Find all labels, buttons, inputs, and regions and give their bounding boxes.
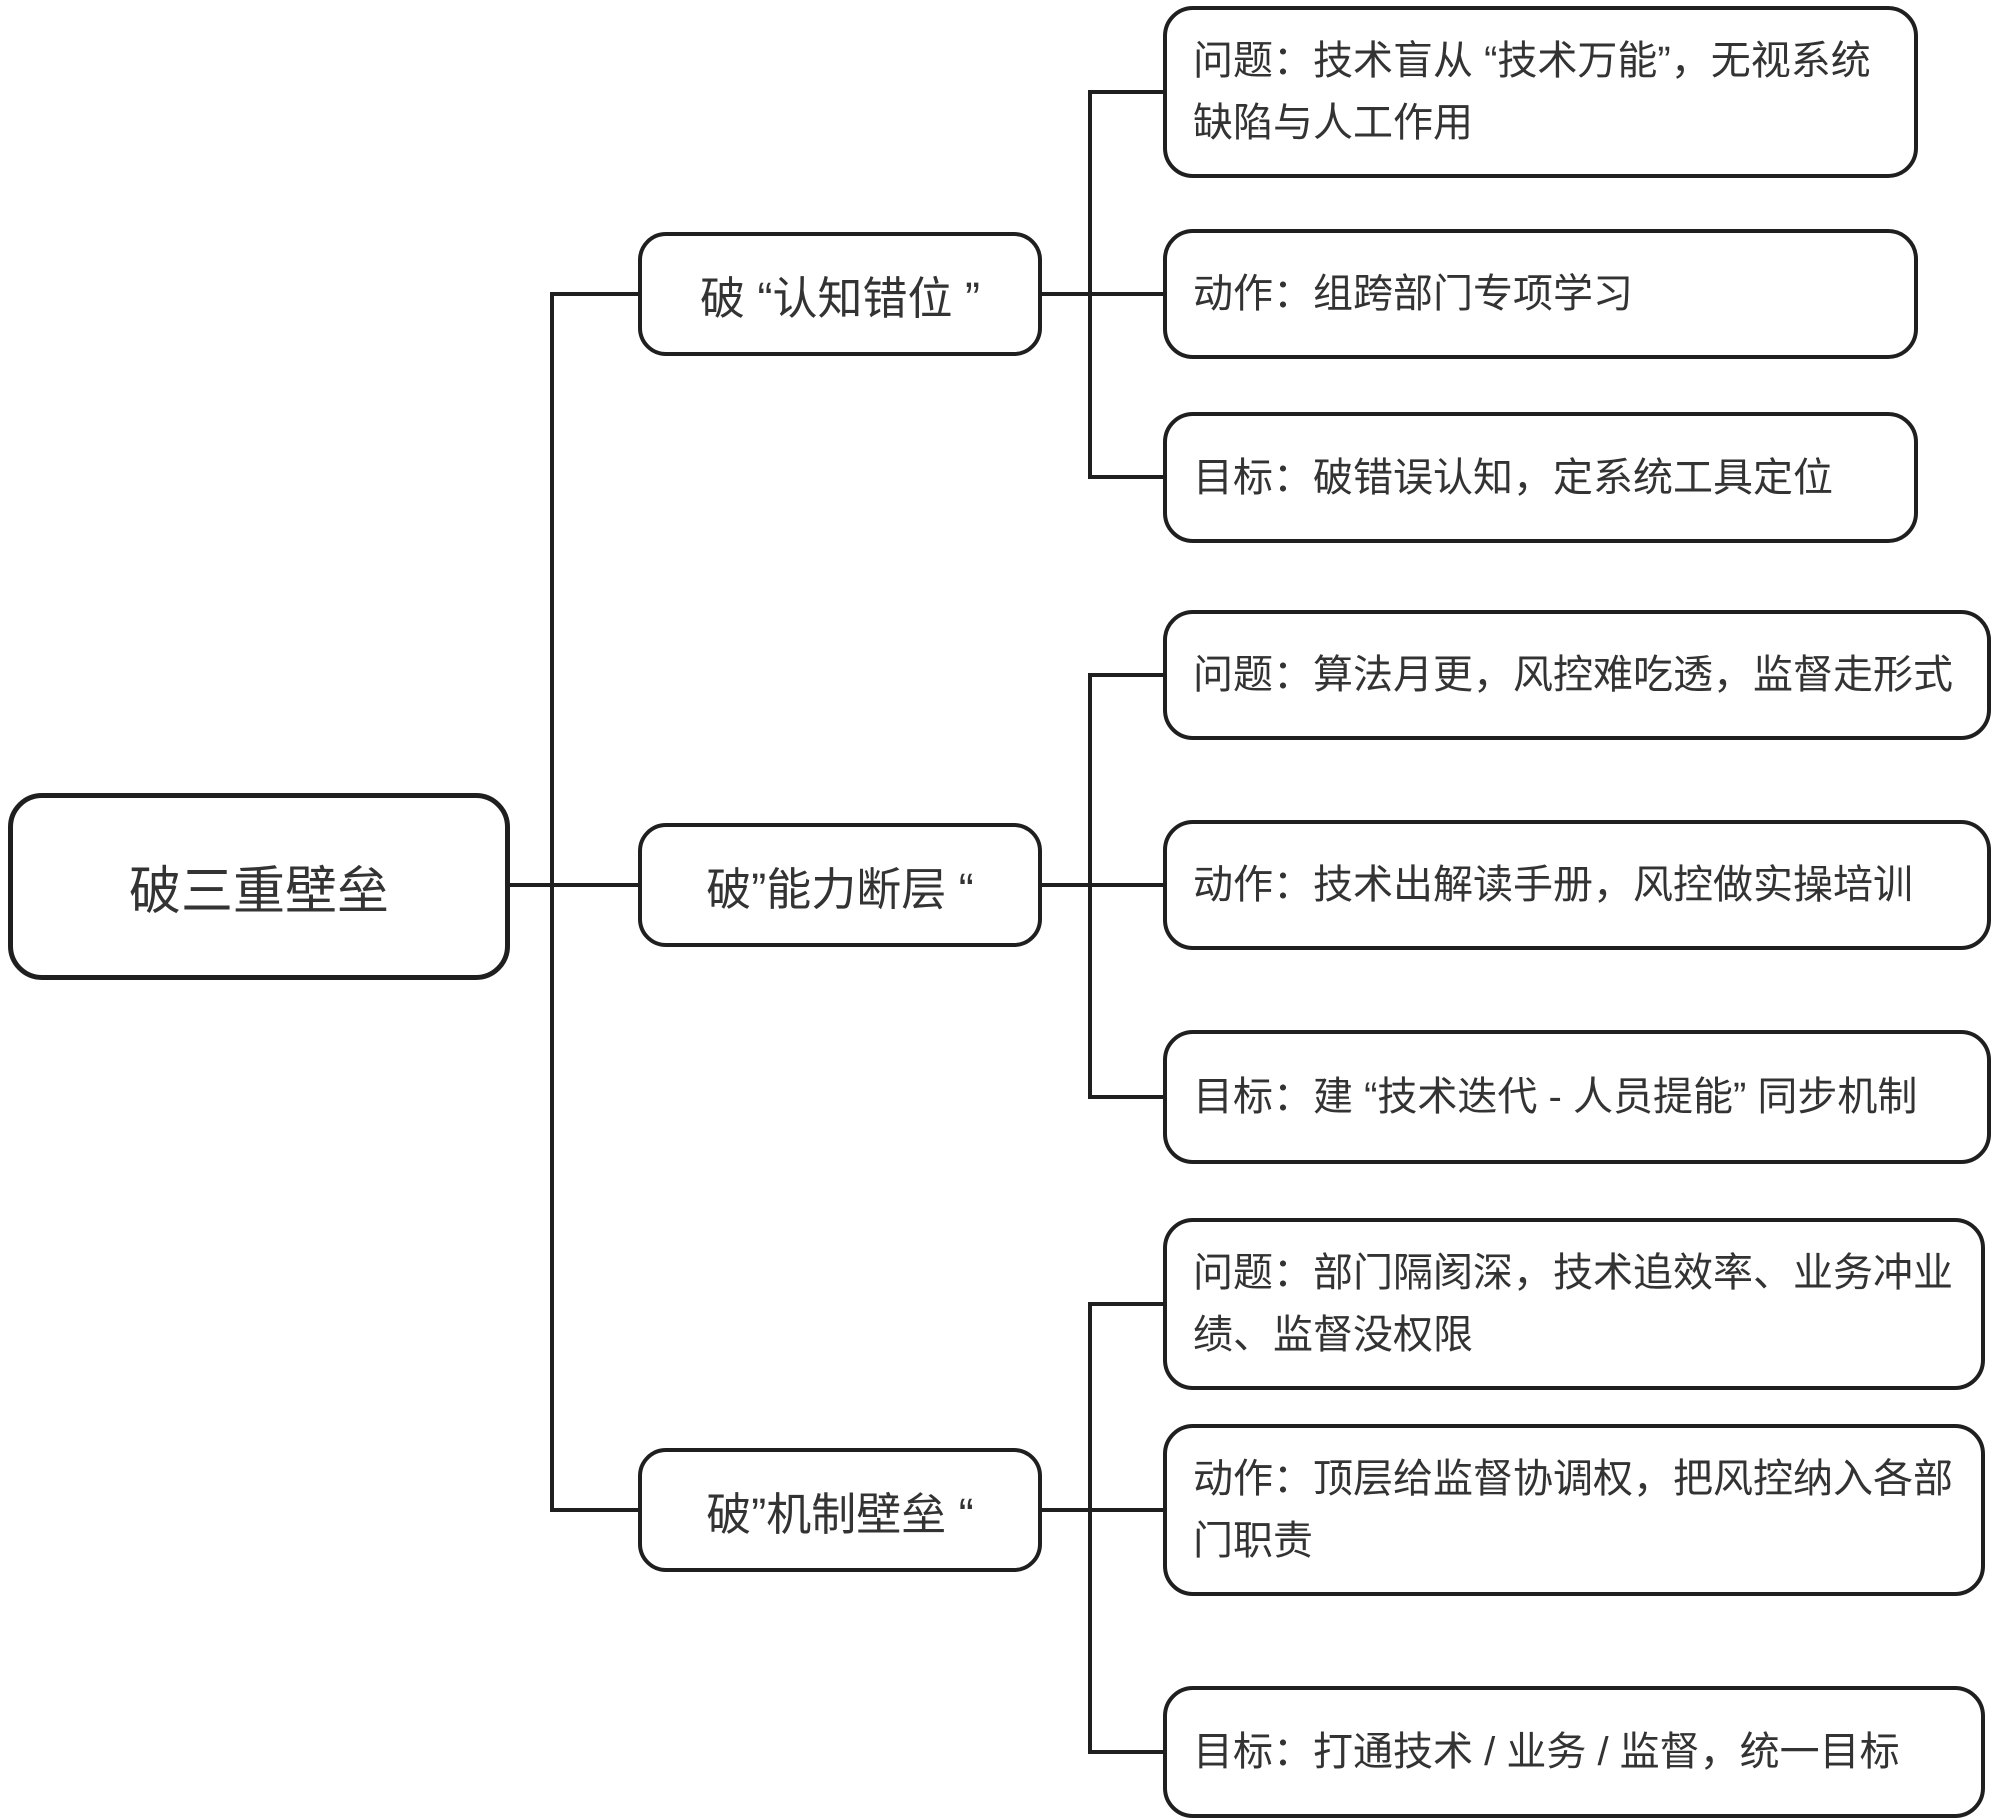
connector-branch-3-trunk — [1088, 1302, 1163, 1754]
branch-node-cognitive-misalignment[interactable]: 破 “认知错位 ” — [638, 232, 1042, 356]
leaf-node-label: 动作：顶层给监督协调权，把风控纳入各部门职责 — [1193, 1457, 1953, 1563]
leaf-node-branch1-action[interactable]: 动作：组跨部门专项学习 — [1163, 229, 1918, 359]
root-node[interactable]: 破三重壁垒 — [8, 793, 510, 980]
root-node-label: 破三重壁垒 — [128, 863, 389, 921]
leaf-node-label: 问题：算法月更，风控难吃透，监督走形式 — [1193, 653, 1953, 697]
leaf-node-label: 问题：部门隔阂深，技术追效率、业务冲业绩、监督没权限 — [1193, 1251, 1953, 1357]
leaf-node-branch1-problem[interactable]: 问题：技术盲从 “技术万能”，无视系统缺陷与人工作用 — [1163, 6, 1918, 178]
leaf-node-branch3-goal[interactable]: 目标：打通技术 / 业务 / 监督，统一目标 — [1163, 1686, 1985, 1818]
branch-node-label: 破”机制壁垒 “ — [706, 1488, 974, 1540]
leaf-node-label: 问题：技术盲从 “技术万能”，无视系统缺陷与人工作用 — [1193, 39, 1871, 145]
leaf-node-branch2-action[interactable]: 动作：技术出解读手册，风控做实操培训 — [1163, 820, 1991, 950]
leaf-node-label: 目标：破错误认知，定系统工具定位 — [1193, 455, 1833, 500]
leaf-node-label: 目标：打通技术 / 业务 / 监督，统一目标 — [1193, 1730, 1900, 1774]
connector-branch-1-trunk — [1088, 90, 1163, 479]
leaf-node-label: 动作：技术出解读手册，风控做实操培训 — [1193, 863, 1913, 907]
branch-node-label: 破 “认知错位 ” — [700, 272, 980, 324]
leaf-node-branch3-problem[interactable]: 问题：部门隔阂深，技术追效率、业务冲业绩、监督没权限 — [1163, 1218, 1985, 1390]
branch-node-capability-gap[interactable]: 破”能力断层 “ — [638, 823, 1042, 947]
leaf-node-label: 动作：组跨部门专项学习 — [1193, 272, 1633, 316]
branch-node-mechanism-barrier[interactable]: 破”机制壁垒 “ — [638, 1448, 1042, 1572]
connector-root-trunk — [550, 292, 638, 1512]
leaf-node-label: 目标：建 “技术迭代 - 人员提能” 同步机制 — [1193, 1075, 1918, 1119]
branch-node-label: 破”能力断层 “ — [706, 863, 974, 915]
leaf-node-branch3-action[interactable]: 动作：顶层给监督协调权，把风控纳入各部门职责 — [1163, 1424, 1985, 1596]
leaf-node-branch2-problem[interactable]: 问题：算法月更，风控难吃透，监督走形式 — [1163, 610, 1991, 740]
leaf-node-branch1-goal[interactable]: 目标：破错误认知，定系统工具定位 — [1163, 412, 1918, 543]
leaf-node-branch2-goal[interactable]: 目标：建 “技术迭代 - 人员提能” 同步机制 — [1163, 1030, 1991, 1164]
